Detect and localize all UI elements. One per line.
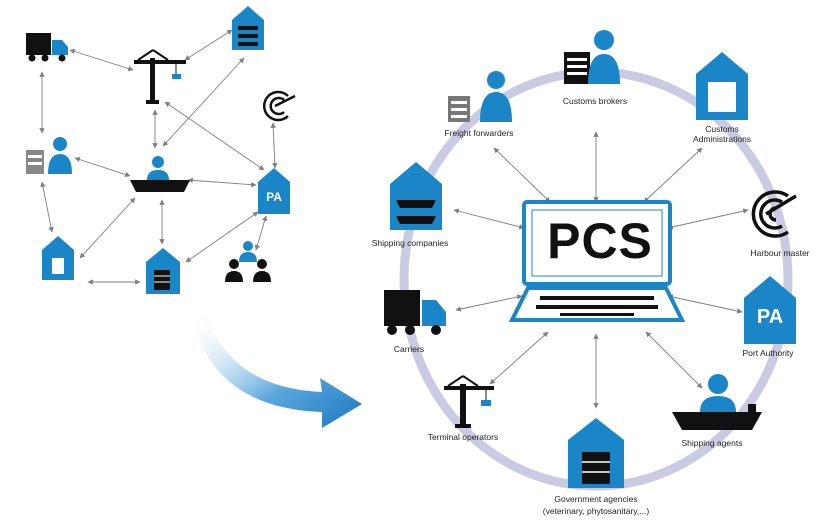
customs-house-icon-left xyxy=(42,236,74,280)
spoke-harbour-master xyxy=(667,208,749,230)
spoke-customs-administrations xyxy=(643,147,703,203)
people-group-icon-left xyxy=(225,241,271,282)
link xyxy=(79,197,136,259)
harbour-master-icon xyxy=(751,190,797,238)
freight-forwarders-icon xyxy=(448,71,512,122)
link xyxy=(270,122,278,169)
pcs-computer-icon xyxy=(508,200,686,322)
warehouse-icon-left-top xyxy=(232,6,264,50)
spoke-terminal-operators xyxy=(489,331,549,385)
label-government-agencies: Government agencies xyxy=(554,494,638,504)
link xyxy=(69,48,134,72)
customs-administrations-icon xyxy=(696,52,748,120)
port-authority-icon xyxy=(744,276,796,344)
label-carriers: Carriers xyxy=(393,344,425,354)
government-agencies-icon xyxy=(568,418,624,488)
label-harbour-master: Harbour master xyxy=(750,248,810,258)
crane-icon-left xyxy=(134,49,186,104)
pcs-title: PCS xyxy=(547,213,653,269)
customs-brokers-icon xyxy=(564,30,620,84)
spoke-shipping-agents xyxy=(645,331,703,389)
label-shipping-agents: Shipping agents xyxy=(681,438,743,448)
label-shipping-companies: Shipping companies xyxy=(371,238,449,248)
link xyxy=(185,211,259,263)
spoke-arrows xyxy=(453,131,749,409)
link xyxy=(162,57,245,147)
transition-arrow xyxy=(192,312,362,428)
radar-icon-left xyxy=(262,90,296,122)
left-network xyxy=(39,29,278,285)
ship-icon-left xyxy=(130,156,190,192)
carriers-truck-icon xyxy=(384,290,446,335)
terminal-operators-crane-icon xyxy=(444,375,494,428)
spoke-port-authority xyxy=(667,294,743,314)
port-authority-icon-left xyxy=(258,168,290,214)
link xyxy=(164,101,265,171)
spoke-carriers xyxy=(455,294,523,312)
link xyxy=(184,29,233,61)
label-port-authority: Port Authority xyxy=(742,348,794,358)
link xyxy=(254,215,268,251)
shipping-agents-icon xyxy=(672,374,762,430)
link xyxy=(187,177,257,188)
government-icon-left xyxy=(146,248,180,294)
label-freight-forwarders: Freight forwarders xyxy=(444,128,514,138)
pa-badge-left: PA xyxy=(266,190,282,204)
link xyxy=(74,156,131,178)
pa-badge-right: PA xyxy=(756,306,784,328)
label-terminal-operators: Terminal operators xyxy=(427,432,499,442)
shipping-companies-icon xyxy=(390,162,442,230)
link xyxy=(40,181,54,233)
broker-icon-left xyxy=(26,137,72,174)
label-customs-administrations: Customs Administrations xyxy=(692,124,752,144)
spoke-freight-forwarders xyxy=(493,147,551,203)
truck-icon-left xyxy=(26,33,68,62)
spoke-shipping-companies xyxy=(453,208,525,230)
label-government-agencies-detail: (veterinary, phytosanitary,...) xyxy=(542,506,650,516)
label-customs-brokers: Customs brokers xyxy=(562,96,628,106)
